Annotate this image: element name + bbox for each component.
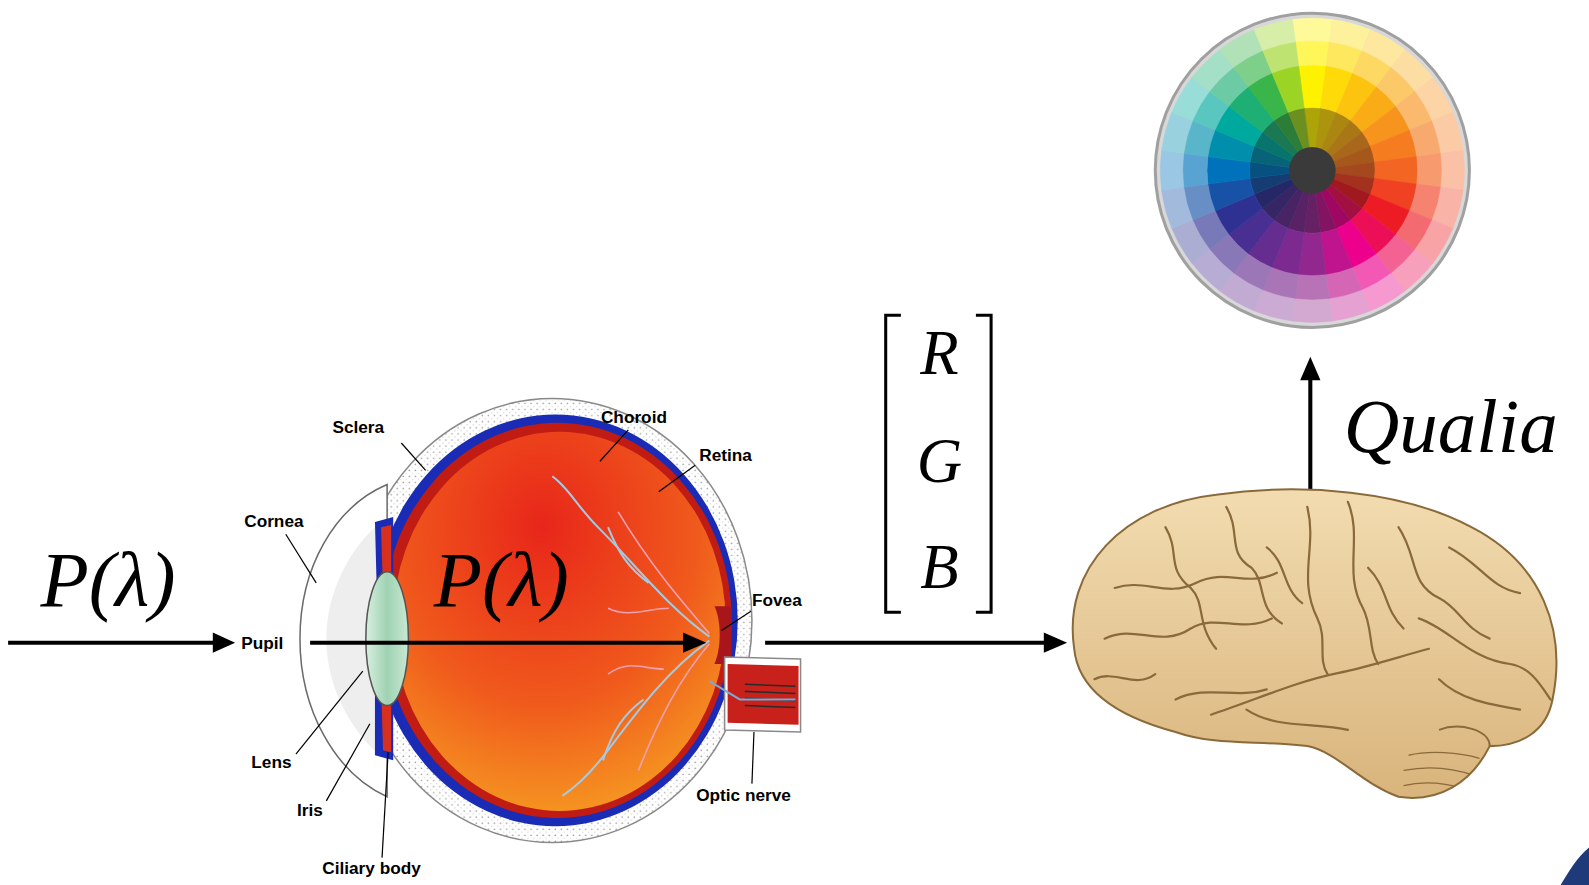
wheel-segment xyxy=(1254,20,1295,51)
wheel-segment xyxy=(1295,41,1329,66)
wheel-segment xyxy=(1162,187,1193,228)
brain-illustration xyxy=(1073,489,1557,797)
wheel-segment xyxy=(1329,290,1370,321)
part-name: Iris xyxy=(297,802,323,819)
wheel-segment xyxy=(1183,153,1208,187)
corner-mark xyxy=(1561,847,1589,885)
leader-lines xyxy=(286,430,754,858)
matrix-entry: R xyxy=(920,322,958,385)
part-name: Cornea xyxy=(244,513,303,530)
wheel-segment xyxy=(1295,275,1329,300)
wheel-segment xyxy=(1293,18,1333,41)
spectrum-label: P(λ) xyxy=(41,540,176,619)
wheel-rim xyxy=(1155,13,1469,327)
part-name: Optic nerve xyxy=(696,787,791,804)
wheel-segment xyxy=(1441,150,1464,190)
part-name: Sclera xyxy=(332,419,384,436)
wheel-segment xyxy=(1417,153,1442,187)
wheel-segment xyxy=(1288,108,1309,150)
matrix-entry: B xyxy=(920,536,958,599)
part-name: Retina xyxy=(699,447,752,464)
eye-illustration xyxy=(300,398,801,842)
matrix-brackets xyxy=(886,315,991,612)
part-name: Fovea xyxy=(752,592,802,609)
spectrum-label: P(λ) xyxy=(434,540,569,619)
part-name: Pupil xyxy=(241,635,283,652)
qualia-label: Qualia xyxy=(1344,388,1558,465)
part-name: Ciliary body xyxy=(322,860,421,877)
part-name: Lens xyxy=(251,754,291,771)
wheel-segment xyxy=(1272,66,1304,112)
wheel-segment xyxy=(1432,112,1463,153)
matrix-entry: G xyxy=(917,430,962,493)
wheel-hub xyxy=(1289,147,1336,194)
part-name: Choroid xyxy=(601,409,667,426)
wheel-segment xyxy=(1293,299,1333,322)
color-wheel xyxy=(1155,13,1469,327)
wheel-segment xyxy=(1160,150,1183,190)
